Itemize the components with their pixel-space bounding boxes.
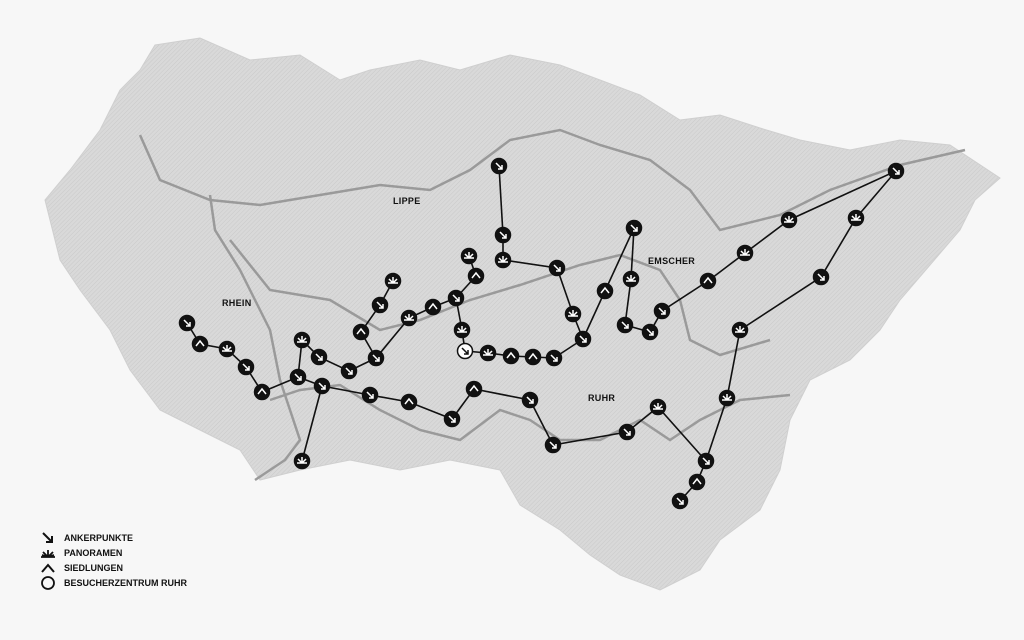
ankerpunkt-marker[interactable]	[443, 410, 461, 428]
siedlung-marker[interactable]	[352, 323, 370, 341]
panorama-marker[interactable]	[293, 331, 311, 349]
ankerpunkt-marker[interactable]	[310, 348, 328, 366]
river-emscher	[229, 239, 771, 357]
ankerpunkt-marker[interactable]	[178, 314, 196, 332]
siedlung-marker[interactable]	[424, 298, 442, 316]
siedlung-marker[interactable]	[524, 348, 542, 366]
panorama-marker[interactable]	[731, 321, 749, 339]
ankerpunkt-marker[interactable]	[340, 362, 358, 380]
route-line	[582, 170, 897, 502]
ankerpunkt-marker[interactable]	[616, 316, 634, 334]
ankerpunkt-marker[interactable]	[361, 386, 379, 404]
legend-item-panoramen: PANORAMEN	[40, 545, 187, 560]
siedlung-marker[interactable]	[699, 272, 717, 290]
legend-label: ANKERPUNKTE	[64, 532, 134, 543]
ankerpunkt-marker[interactable]	[697, 452, 715, 470]
besucherzentrum-marker[interactable]	[456, 342, 474, 360]
ankerpunkt-marker[interactable]	[490, 157, 508, 175]
legend-label: PANORAMEN	[64, 547, 123, 558]
ankerpunkt-marker[interactable]	[367, 349, 385, 367]
ankerpunkt-marker[interactable]	[289, 368, 307, 386]
panorama-marker[interactable]	[384, 272, 402, 290]
label-ruhr: RUHR	[588, 393, 616, 403]
ankerpunkt-marker[interactable]	[371, 296, 389, 314]
panorama-marker[interactable]	[780, 211, 798, 229]
panorama-marker[interactable]	[494, 251, 512, 269]
legend-item-ankerpunkte: ANKERPUNKTE	[40, 530, 187, 545]
ankerpunkt-marker[interactable]	[521, 391, 539, 409]
label-lippe: LIPPE	[393, 196, 421, 206]
ankerpunkt-marker[interactable]	[812, 268, 830, 286]
panorama-icon	[41, 549, 55, 558]
siedlung-marker[interactable]	[400, 393, 418, 411]
river-rhein	[208, 194, 302, 482]
chevron-up-icon	[41, 562, 55, 573]
arrow-down-right-icon	[42, 531, 53, 543]
panorama-marker[interactable]	[293, 452, 311, 470]
ankerpunkt-marker[interactable]	[625, 219, 643, 237]
panorama-marker[interactable]	[622, 270, 640, 288]
panorama-marker[interactable]	[736, 244, 754, 262]
legend: ANKERPUNKTE PANORAMEN SIEDLUNGEN BESUCHE…	[40, 530, 187, 590]
siedlung-marker[interactable]	[465, 380, 483, 398]
legend-label: BESUCHERZENTRUM RUHR	[64, 577, 187, 588]
ankerpunkt-marker[interactable]	[544, 436, 562, 454]
river-lippe	[138, 128, 966, 232]
panorama-marker[interactable]	[649, 398, 667, 416]
siedlung-marker[interactable]	[688, 473, 706, 491]
ankerpunkt-marker[interactable]	[574, 330, 592, 348]
ankerpunkt-marker[interactable]	[618, 423, 636, 441]
legend-label: SIEDLUNGEN	[64, 562, 124, 573]
markers	[178, 157, 905, 510]
ankerpunkt-marker[interactable]	[548, 259, 566, 277]
circle-icon	[41, 575, 55, 590]
siedlung-marker[interactable]	[596, 282, 614, 300]
panorama-marker[interactable]	[479, 344, 497, 362]
siedlung-marker[interactable]	[191, 335, 209, 353]
panorama-marker[interactable]	[453, 321, 471, 339]
rivers	[138, 128, 966, 482]
siedlung-marker[interactable]	[253, 383, 271, 401]
panorama-marker[interactable]	[460, 247, 478, 265]
legend-item-besucherzentrum: BESUCHERZENTRUM RUHR	[40, 575, 187, 590]
siedlung-marker[interactable]	[467, 267, 485, 285]
river-ruhr	[269, 383, 791, 442]
panorama-marker[interactable]	[564, 305, 582, 323]
ankerpunkt-marker[interactable]	[313, 377, 331, 395]
ankerpunkt-marker[interactable]	[237, 358, 255, 376]
route-line	[301, 385, 323, 462]
ankerpunkt-marker[interactable]	[887, 162, 905, 180]
ankerpunkt-marker[interactable]	[545, 349, 563, 367]
label-emscher: EMSCHER	[648, 256, 696, 266]
ankerpunkt-marker[interactable]	[641, 323, 659, 341]
region-outline	[44, 37, 1001, 591]
siedlung-marker[interactable]	[502, 347, 520, 365]
ankerpunkt-marker[interactable]	[653, 302, 671, 320]
panorama-marker[interactable]	[218, 340, 236, 358]
ankerpunkt-marker[interactable]	[671, 492, 689, 510]
legend-item-siedlungen: SIEDLUNGEN	[40, 560, 187, 575]
ankerpunkt-marker[interactable]	[447, 289, 465, 307]
panorama-marker[interactable]	[847, 209, 865, 227]
ankerpunkt-marker[interactable]	[494, 226, 512, 244]
panorama-marker[interactable]	[400, 309, 418, 327]
panorama-marker[interactable]	[718, 389, 736, 407]
label-rhein: RHEIN	[222, 298, 252, 308]
